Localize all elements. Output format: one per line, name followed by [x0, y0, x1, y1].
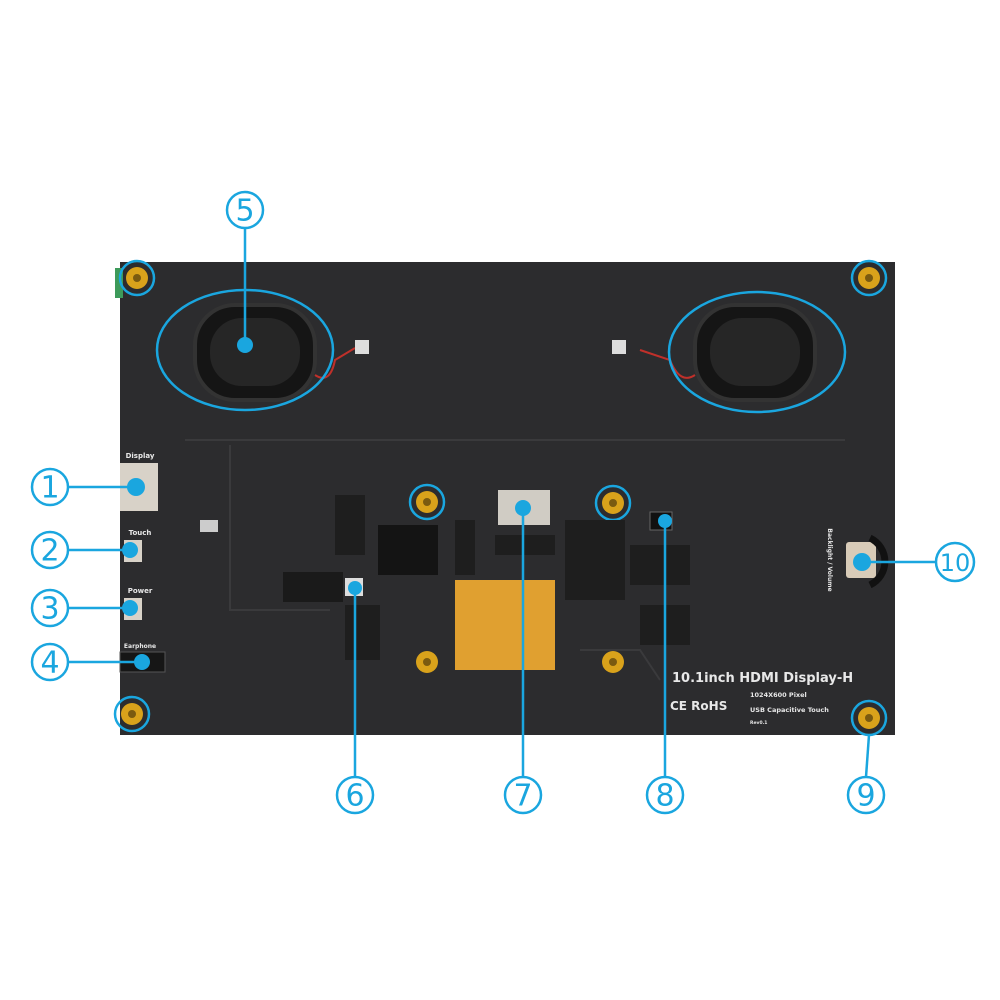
label-earphone: Earphone: [124, 643, 156, 650]
callout-1: 1: [30, 467, 70, 507]
standoff: [126, 267, 148, 289]
fpc-cable: [455, 580, 555, 670]
label-backlight-volume: Backlight / Volume: [826, 528, 833, 591]
standoff: [121, 703, 143, 725]
label-display: Display: [126, 452, 155, 460]
standoff: [602, 651, 624, 673]
callout-7: 7: [503, 775, 543, 815]
standoff: [416, 491, 438, 513]
svg-text:7: 7: [513, 779, 532, 814]
board-edge-tab: [115, 268, 123, 298]
svg-text:5: 5: [235, 194, 254, 229]
callout-6: 6: [335, 775, 375, 815]
main-chip: [378, 525, 438, 575]
standoff: [858, 267, 880, 289]
svg-text:2: 2: [40, 534, 59, 569]
standoff: [858, 707, 880, 729]
svg-text:9: 9: [856, 779, 875, 814]
revision-label: Rev0.1: [750, 720, 767, 726]
standoff: [416, 651, 438, 673]
resolution-label: 1024X600 Pixel: [750, 691, 807, 699]
standoffs: [121, 267, 880, 729]
speaker-left: [193, 303, 369, 402]
board-model-label: 10.1inch HDMI Display-H: [672, 671, 853, 686]
svg-text:1: 1: [40, 471, 59, 506]
callout-3: 3: [30, 588, 70, 628]
label-power: Power: [128, 587, 153, 595]
svg-text:8: 8: [655, 779, 674, 814]
touch-label: USB Capacitive Touch: [750, 706, 829, 714]
svg-text:3: 3: [40, 592, 59, 627]
callout-9: 9: [846, 775, 886, 815]
svg-text:10: 10: [940, 549, 971, 577]
svg-text:6: 6: [345, 779, 364, 814]
label-touch: Touch: [129, 529, 152, 537]
speaker-right: [612, 303, 817, 402]
callout-4: 4: [30, 642, 70, 682]
svg-text:4: 4: [40, 646, 59, 681]
callout-10: 10: [934, 541, 976, 583]
standoff: [602, 492, 624, 514]
callout-8: 8: [645, 775, 685, 815]
callout-5: 5: [225, 190, 265, 230]
callout-2: 2: [30, 530, 70, 570]
certification-marks: CE RoHS: [670, 699, 727, 713]
